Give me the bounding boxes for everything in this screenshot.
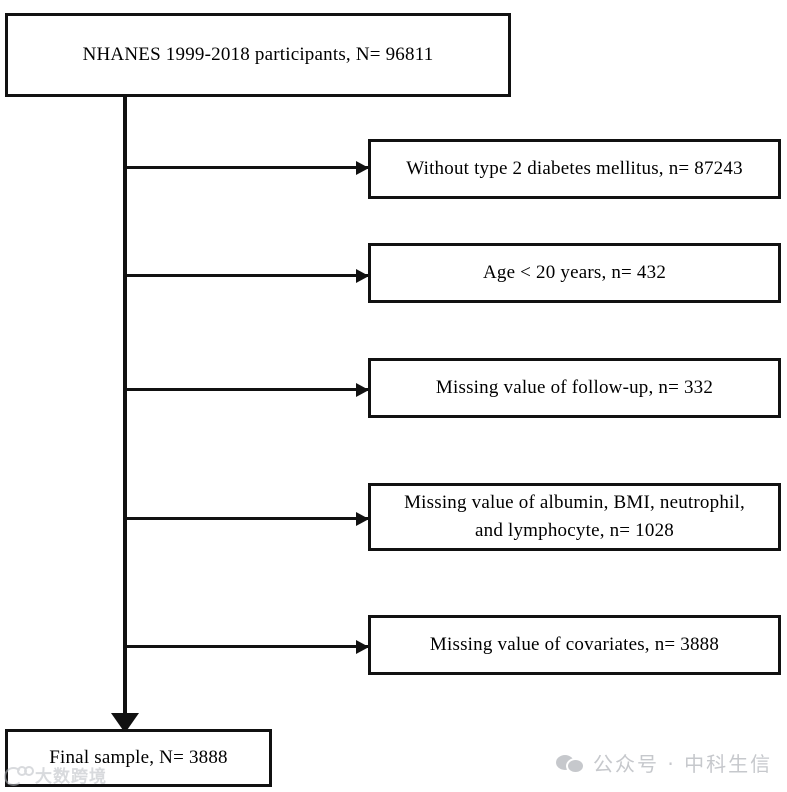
exclusion-label-4-line2: and lymphocyte, n= 1028 [475,520,674,541]
final-sample-box: Final sample, N= 3888 [5,729,272,787]
final-sample-label: Final sample, N= 3888 [49,747,228,769]
exclusion-label-3: Missing value of follow-up, n= 332 [435,377,714,399]
exclusion-box-5: Missing value of covariates, n= 3888 [368,615,781,675]
watermark-right: 公众号 · 中科生信 [556,748,772,777]
exclusion-arrow-1 [125,166,368,169]
exclusion-box-1: Without type 2 diabetes mellitus, n= 872… [368,139,781,199]
wechat-icon [556,753,584,773]
main-vertical-connector [123,96,127,721]
exclusion-box-3: Missing value of follow-up, n= 332 [368,358,781,418]
exclusion-box-4: Missing value of albumin, BMI, neutrophi… [368,483,781,551]
exclusion-label-5: Missing value of covariates, n= 3888 [429,634,720,656]
exclusion-label-1: Without type 2 diabetes mellitus, n= 872… [406,158,743,180]
exclusion-label-4-line1: Missing value of albumin, BMI, neutrophi… [404,492,745,514]
exclusion-label-4: Missing value of albumin, BMI, neutrophi… [404,489,745,544]
exclusion-arrow-4 [125,517,368,520]
exclusion-box-2: Age < 20 years, n= 432 [368,243,781,303]
exclusion-label-2: Age < 20 years, n= 432 [482,262,667,284]
source-population-label: NHANES 1999-2018 participants, N= 96811 [82,44,434,66]
exclusion-arrow-5 [125,645,368,648]
exclusion-arrow-2 [125,274,368,277]
final-flow-arrowhead-icon [111,713,139,733]
exclusion-arrow-3 [125,388,368,391]
source-population-box: NHANES 1999-2018 participants, N= 96811 [5,13,511,97]
watermark-right-text: 公众号 · 中科生信 [593,752,773,776]
